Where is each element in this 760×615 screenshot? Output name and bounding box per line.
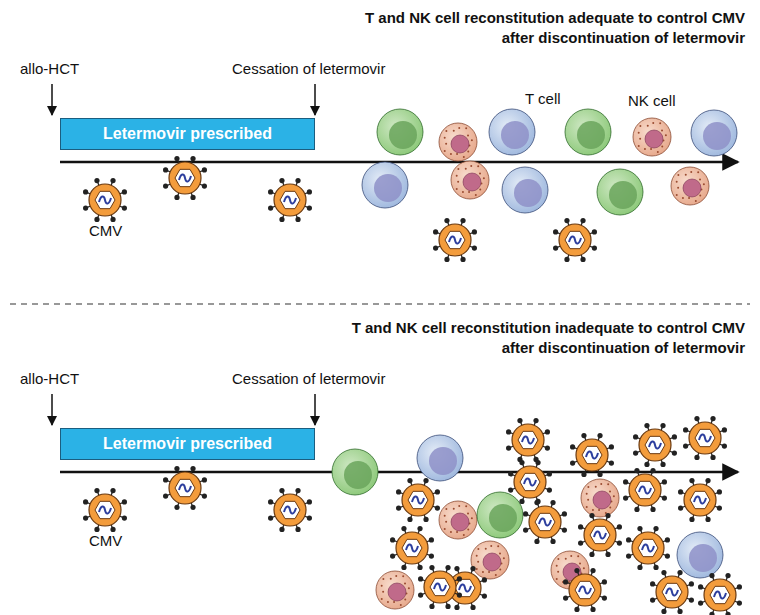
cmv-virion (163, 156, 207, 200)
cmv-virion (418, 565, 462, 609)
label: allo-HCT (20, 370, 79, 388)
pointer-arrow (51, 394, 53, 425)
nk-cell (581, 479, 619, 517)
t-cell (377, 109, 423, 155)
nk-cell (439, 501, 477, 539)
cmv-virion (83, 178, 127, 222)
pointer-arrow (314, 394, 316, 425)
cmv-virion (650, 570, 694, 614)
nk-cell (376, 571, 414, 609)
cmv-virion (678, 478, 722, 522)
label: Cessation of letermovir (232, 60, 385, 78)
t-cell (332, 449, 378, 495)
cmv-virion (683, 416, 727, 460)
separator (10, 303, 750, 304)
nk-cell (633, 118, 671, 156)
label: T cell (525, 90, 561, 108)
cmv-virion (553, 218, 597, 262)
cmv-virion (698, 573, 742, 615)
bar-label: Letermovir prescribed (103, 125, 272, 143)
treatment-bar: Letermovir prescribed (60, 428, 315, 460)
treatment-bar: Letermovir prescribed (60, 118, 315, 150)
panel-heading: T and NK cell reconstitution adequate to… (345, 8, 745, 49)
panel-heading: T and NK cell reconstitution inadequate … (325, 318, 745, 359)
cmv-virion (633, 423, 677, 467)
t-cell (477, 492, 523, 538)
t-cell (565, 109, 611, 155)
cmv-virion (506, 418, 550, 462)
label: NK cell (628, 92, 676, 110)
cmv-virion (83, 488, 127, 532)
label: CMV (89, 222, 122, 240)
nk-cell (451, 161, 489, 199)
cmv-virion (433, 218, 477, 262)
cmv-virion (578, 513, 622, 557)
cmv-virion (396, 478, 440, 522)
cmv-virion (626, 526, 670, 570)
cmv-virion (390, 526, 434, 570)
t-cell (691, 110, 737, 156)
nk-cell (439, 123, 477, 161)
time-axis (60, 161, 738, 164)
t-cell (597, 169, 643, 215)
pointer-arrow (314, 84, 316, 115)
cmv-virion (268, 178, 312, 222)
t-cell (489, 109, 535, 155)
nk-cell (471, 541, 509, 579)
t-cell (502, 167, 548, 213)
label: allo-HCT (20, 60, 79, 78)
nk-cell (671, 167, 709, 205)
cmv-virion (268, 488, 312, 532)
cmv-virion (623, 468, 667, 512)
cmv-virion (570, 433, 614, 477)
t-cell (362, 162, 408, 208)
cmv-virion (163, 466, 207, 510)
label: CMV (89, 532, 122, 550)
bar-label: Letermovir prescribed (103, 435, 272, 453)
t-cell (677, 532, 723, 578)
cmv-virion (563, 568, 607, 612)
t-cell (417, 435, 463, 481)
pointer-arrow (51, 84, 53, 115)
cmv-virion (508, 460, 552, 504)
cmv-virion (523, 500, 567, 544)
label: Cessation of letermovir (232, 370, 385, 388)
